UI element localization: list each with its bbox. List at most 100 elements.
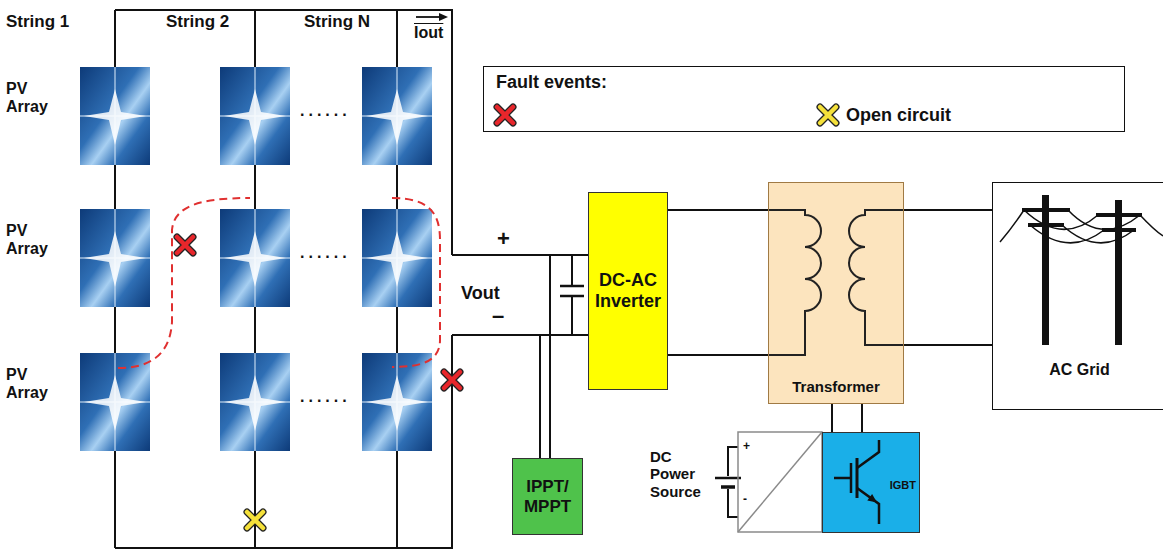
line-fault-marker bbox=[444, 372, 460, 388]
label-slot: ...... bbox=[300, 244, 351, 262]
inverter-box: DC-AC Inverter bbox=[588, 192, 668, 390]
dc-negative-wire bbox=[452, 334, 588, 336]
node-text: DC-AC Inverter bbox=[593, 270, 663, 311]
legend-box: Fault events: bbox=[483, 66, 1125, 132]
x-mark bbox=[177, 237, 193, 253]
wire-connector bbox=[904, 210, 992, 345]
dc-source-symbol bbox=[715, 447, 741, 517]
transformer-box: Transformer bbox=[768, 182, 904, 404]
current-arrow bbox=[416, 16, 440, 18]
x-mark bbox=[247, 512, 263, 528]
legend-entry: Open circuit bbox=[816, 103, 951, 127]
voltage-label: Vout bbox=[461, 283, 500, 304]
ellipsis-mark: ...... bbox=[300, 388, 351, 406]
legend-sample bbox=[816, 103, 840, 127]
igbt-body bbox=[856, 458, 859, 498]
wire-connector bbox=[668, 210, 768, 355]
igbt-symbol bbox=[834, 440, 879, 524]
emitter-arrow bbox=[867, 494, 877, 503]
label-slot: PV Array bbox=[6, 222, 64, 259]
polarity-sign: + bbox=[743, 440, 750, 454]
node-text: AC Grid bbox=[1049, 361, 1109, 379]
current-label: Iout bbox=[414, 24, 443, 42]
string-label: String 2 bbox=[166, 12, 229, 32]
label-slot: String 2 bbox=[166, 12, 229, 32]
x-outline bbox=[497, 107, 513, 123]
battery-lead bbox=[728, 447, 738, 517]
legend-fault-marker bbox=[497, 107, 513, 123]
node-text: IPPT/ MPPT bbox=[516, 477, 579, 516]
legend-text: Open circuit bbox=[846, 105, 951, 126]
ellipsis-mark: ...... bbox=[300, 102, 351, 120]
x-mark bbox=[497, 107, 513, 123]
power-poles bbox=[1000, 195, 1163, 345]
current-arrow-head bbox=[439, 13, 448, 21]
polarity-sign: + bbox=[497, 226, 510, 251]
label-slot: Vout bbox=[461, 283, 500, 304]
label-slot: + bbox=[743, 440, 750, 454]
wire-connector bbox=[832, 404, 862, 432]
pv-panel bbox=[362, 67, 432, 165]
node-text: IGBT bbox=[890, 479, 916, 492]
label-slot: String N bbox=[304, 12, 370, 32]
pole bbox=[1115, 200, 1122, 345]
line-fault-marker bbox=[177, 237, 193, 253]
pv-panel bbox=[80, 209, 150, 307]
power-line bbox=[1000, 210, 1163, 243]
pv-panel bbox=[220, 67, 290, 165]
transformer-fill bbox=[768, 182, 904, 404]
label-slot: ...... bbox=[300, 102, 351, 120]
collector-lead bbox=[857, 440, 879, 468]
polarity-sign: - bbox=[743, 493, 747, 507]
battery-plate bbox=[721, 485, 735, 489]
label-slot: + bbox=[497, 226, 510, 251]
label-slot: ...... bbox=[300, 388, 351, 406]
igbt-box: IGBT bbox=[822, 432, 920, 533]
emitter-lead bbox=[857, 488, 879, 524]
label-slot: – bbox=[492, 303, 504, 328]
label-slot: PV Array bbox=[6, 80, 64, 117]
array-label: PV Array bbox=[6, 80, 64, 117]
grid-box: AC Grid bbox=[992, 182, 1163, 410]
label-slot: Iout bbox=[414, 24, 443, 42]
label-slot: DC Power Source bbox=[650, 448, 712, 500]
pv-panel bbox=[80, 353, 150, 451]
pv-panel bbox=[220, 209, 290, 307]
x-mark bbox=[820, 107, 836, 123]
pv-panel bbox=[220, 353, 290, 451]
fault-path bbox=[392, 198, 440, 367]
pv-panel bbox=[362, 209, 432, 307]
capacitor-plate bbox=[560, 286, 584, 296]
dc-positive-wire bbox=[452, 254, 588, 256]
transformer-coils bbox=[768, 210, 904, 355]
converter-outline bbox=[738, 432, 822, 532]
label-slot: String 1 bbox=[6, 12, 69, 32]
node-text: Fault events: bbox=[496, 72, 607, 93]
secondary-coil bbox=[849, 210, 904, 345]
node-text: Transformer bbox=[792, 378, 880, 395]
array-label: PV Array bbox=[6, 366, 64, 403]
gate-plate bbox=[850, 463, 853, 493]
source-label: DC Power Source bbox=[650, 448, 712, 500]
x-mark bbox=[444, 372, 460, 388]
label-slot: - bbox=[743, 493, 747, 507]
mppt-box: IPPT/ MPPT bbox=[512, 458, 583, 535]
legend-fill bbox=[483, 66, 1125, 132]
label-slot: PV Array bbox=[6, 366, 64, 403]
primary-coil bbox=[768, 210, 821, 355]
converter-box bbox=[738, 432, 822, 532]
inverter-fill bbox=[588, 192, 668, 390]
fault-path bbox=[118, 198, 250, 368]
mppt-fill bbox=[512, 458, 583, 535]
ellipsis-mark: ...... bbox=[300, 244, 351, 262]
pv-panel bbox=[362, 353, 432, 451]
crossarm bbox=[1022, 210, 1142, 230]
x-outline bbox=[247, 512, 263, 528]
gate-lead bbox=[834, 477, 851, 480]
converter-diagonal bbox=[738, 432, 822, 532]
string-label: String 1 bbox=[6, 12, 69, 32]
array-label: PV Array bbox=[6, 222, 64, 259]
polarity-sign: – bbox=[492, 303, 504, 328]
igbt-fill bbox=[822, 432, 920, 533]
